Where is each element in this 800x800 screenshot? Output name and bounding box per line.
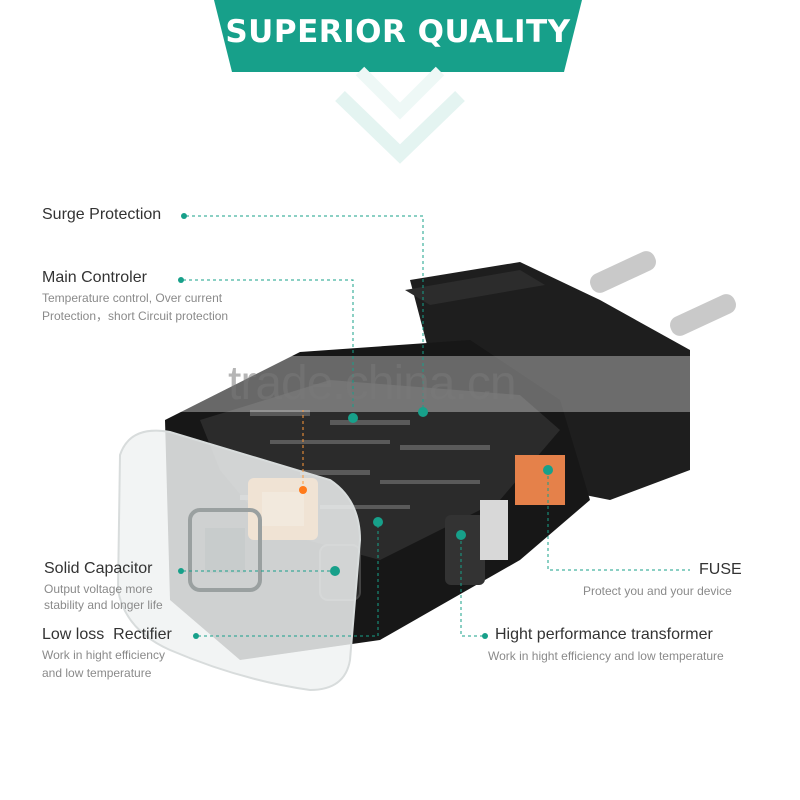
- surge-protection-label: Surge Protection: [42, 206, 162, 223]
- main-controller-desc-2: Protection，short Circuit protection: [42, 309, 229, 323]
- solid-capacitor-desc-1: Output voltage more: [44, 582, 153, 596]
- main-controller-desc-1: Temperature control, Over current: [42, 291, 223, 305]
- transformer-label: Hight performance transformer: [495, 626, 713, 643]
- title-banner: [214, 0, 582, 72]
- rectifier-desc-2: and low temperature: [42, 666, 152, 680]
- watermark: trade.china.cn: [228, 357, 517, 410]
- rectifier-label: Low loss Rectifier: [42, 626, 172, 643]
- chevron-down-icon: [335, 66, 465, 164]
- surge-dot: [181, 213, 187, 219]
- transformer-desc: Work in hight efficiency and low tempera…: [488, 649, 724, 663]
- capacitor-dot: [178, 568, 184, 574]
- hotspot-dots: [330, 407, 553, 576]
- page-title: SUPERIOR QUALITY: [225, 14, 571, 50]
- plug-pins: [590, 251, 736, 336]
- solid-capacitor-desc-2: stability and longer life: [44, 598, 163, 612]
- fuse-label: FUSE: [699, 561, 742, 578]
- controller-dot: [178, 277, 184, 283]
- fuse-desc: Protect you and your device: [583, 584, 732, 598]
- rectifier-desc-1: Work in hight efficiency: [42, 648, 165, 662]
- rectifier-dot: [193, 633, 199, 639]
- leader-lines: [183, 215, 690, 637]
- main-controller-label: Main Controler: [42, 269, 147, 286]
- transformer-dot: [482, 633, 488, 639]
- solid-capacitor-label: Solid Capacitor: [44, 560, 153, 577]
